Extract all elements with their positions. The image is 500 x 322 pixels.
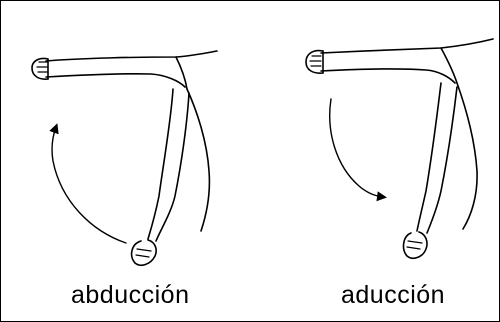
abduction-raised-hand-icon bbox=[32, 58, 48, 79]
abduction-raised-arm bbox=[46, 51, 217, 89]
adduction-lowered-arm bbox=[417, 83, 457, 233]
adduction-figure bbox=[306, 39, 493, 258]
adduction-arrow-icon bbox=[330, 99, 383, 197]
adduction-raised-hand-icon bbox=[306, 51, 323, 74]
abduction-torso-line bbox=[187, 89, 209, 231]
adduction-raised-arm bbox=[321, 39, 493, 83]
adduction-caption: aducción bbox=[341, 281, 445, 310]
abduction-figure bbox=[32, 51, 217, 265]
adduction-torso-line bbox=[457, 83, 477, 229]
adduction-lowered-hand-icon bbox=[404, 232, 428, 258]
abduction-lowered-arm bbox=[148, 89, 189, 241]
abduction-lowered-hand-icon bbox=[132, 240, 157, 265]
abduction-caption: abducción bbox=[71, 281, 189, 310]
abduction-arrow-icon bbox=[52, 127, 126, 243]
